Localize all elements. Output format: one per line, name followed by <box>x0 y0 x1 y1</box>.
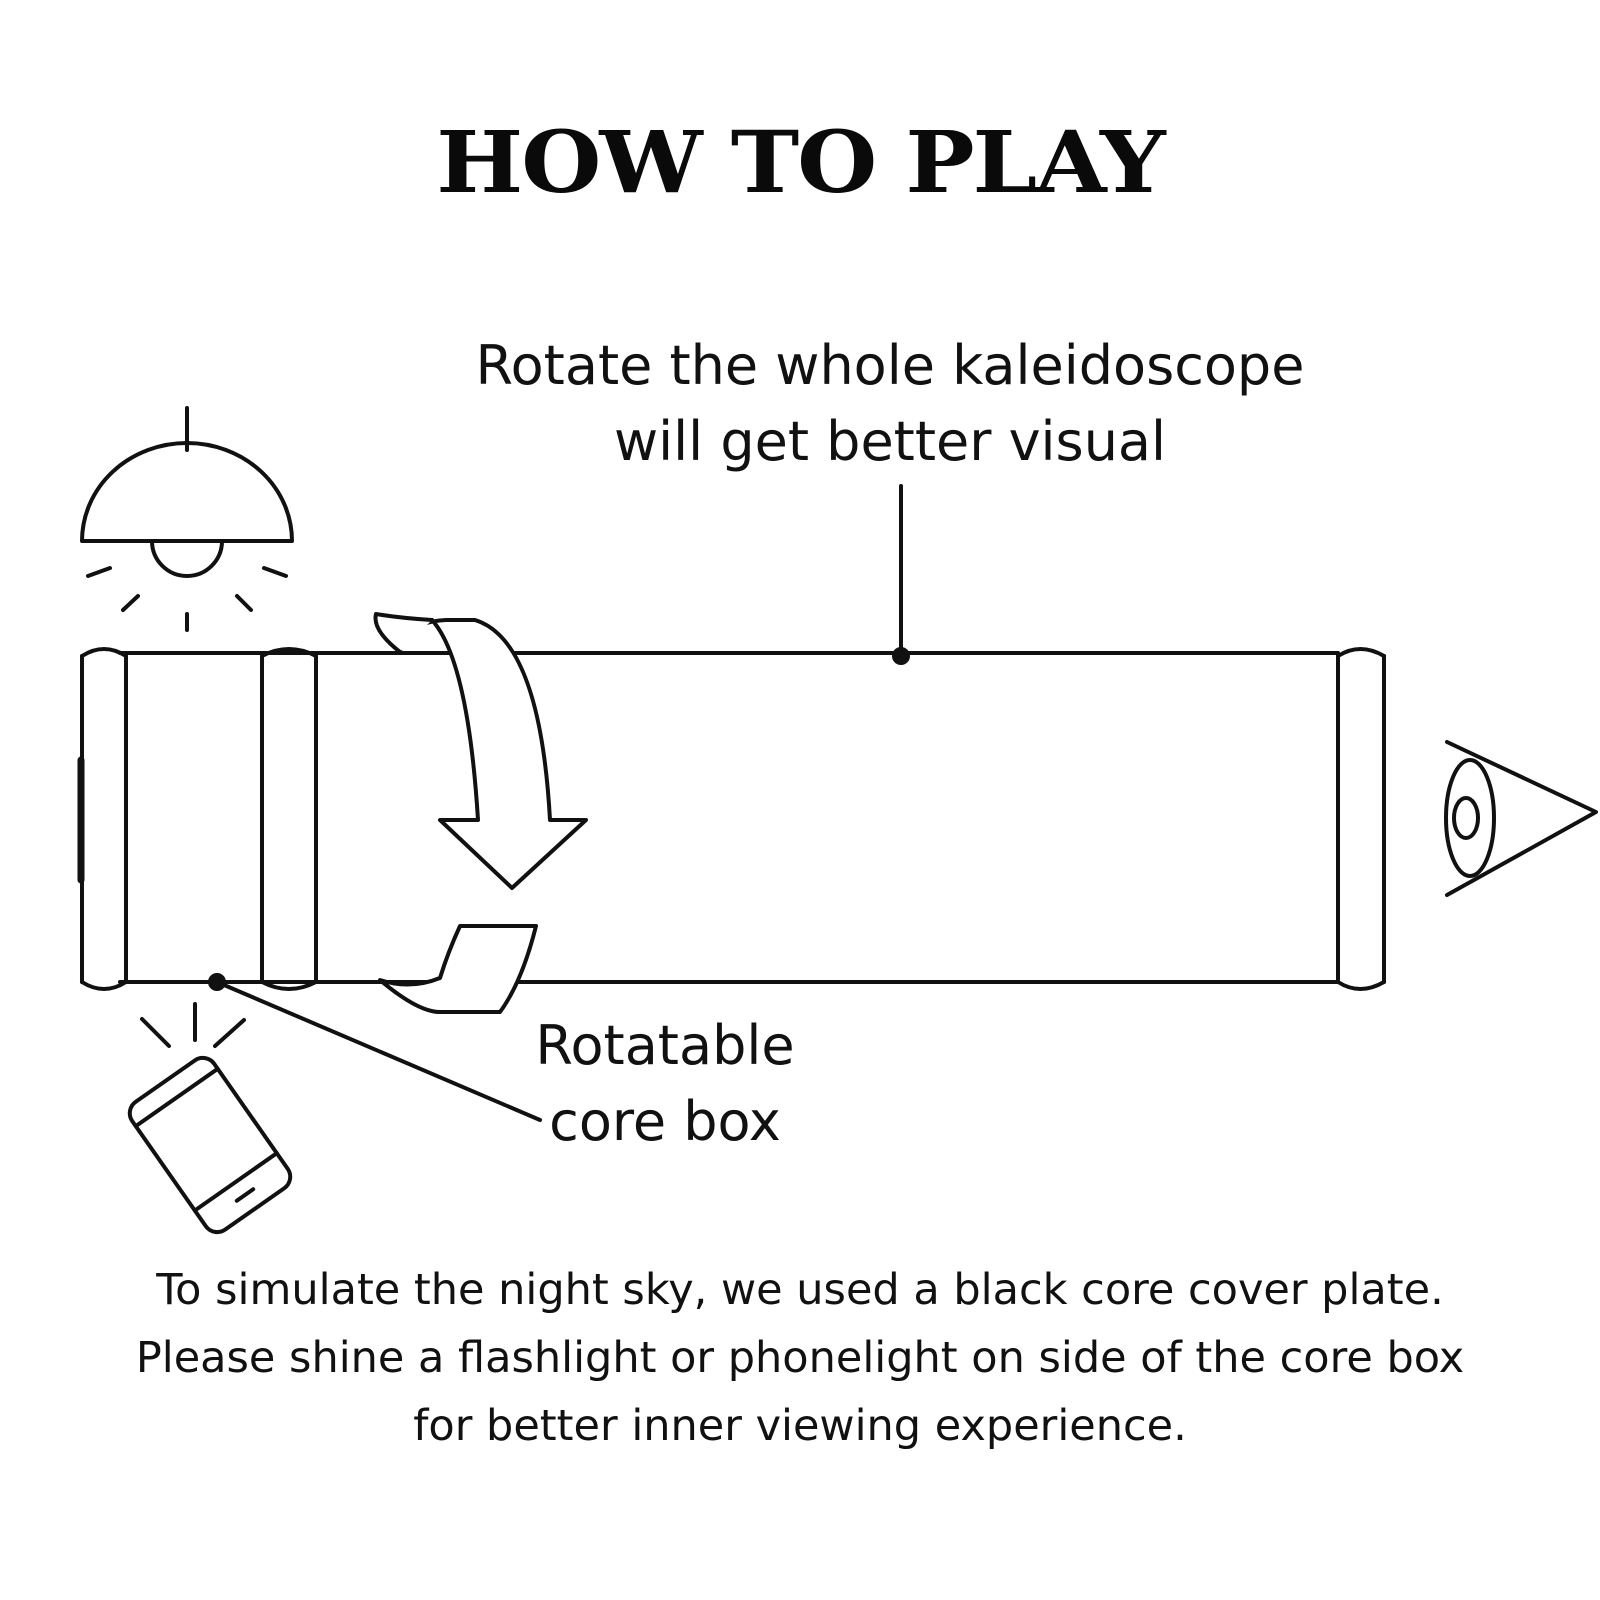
rotate-arrow-icon <box>373 612 588 1014</box>
smartphone-icon <box>127 1002 293 1235</box>
instructions-text: To simulate the night sky, we used a bla… <box>60 1256 1540 1460</box>
rotate-label: Rotate the whole kaleidoscope will get b… <box>440 328 1340 480</box>
kaleidoscope-tube <box>77 647 1386 991</box>
eye-icon <box>1444 740 1598 897</box>
rotate-callout <box>892 484 910 665</box>
instruction-line: To simulate the night sky, we used a bla… <box>156 1265 1444 1315</box>
core-box-label: Rotatable core box <box>500 1008 830 1160</box>
core-box-label-line2: core box <box>549 1090 781 1153</box>
instruction-line: for better inner viewing experience. <box>413 1401 1187 1451</box>
core-box-callout <box>208 973 542 1122</box>
ceiling-lamp-icon <box>80 406 294 632</box>
core-box-label-line1: Rotatable <box>535 1014 795 1077</box>
instruction-line: Please shine a flashlight or phonelight … <box>135 1333 1465 1383</box>
rotate-label-line1: Rotate the whole kaleidoscope <box>475 334 1305 397</box>
page-title: HOW TO PLAY <box>436 111 1165 213</box>
rotate-label-line2: will get better visual <box>613 410 1167 473</box>
